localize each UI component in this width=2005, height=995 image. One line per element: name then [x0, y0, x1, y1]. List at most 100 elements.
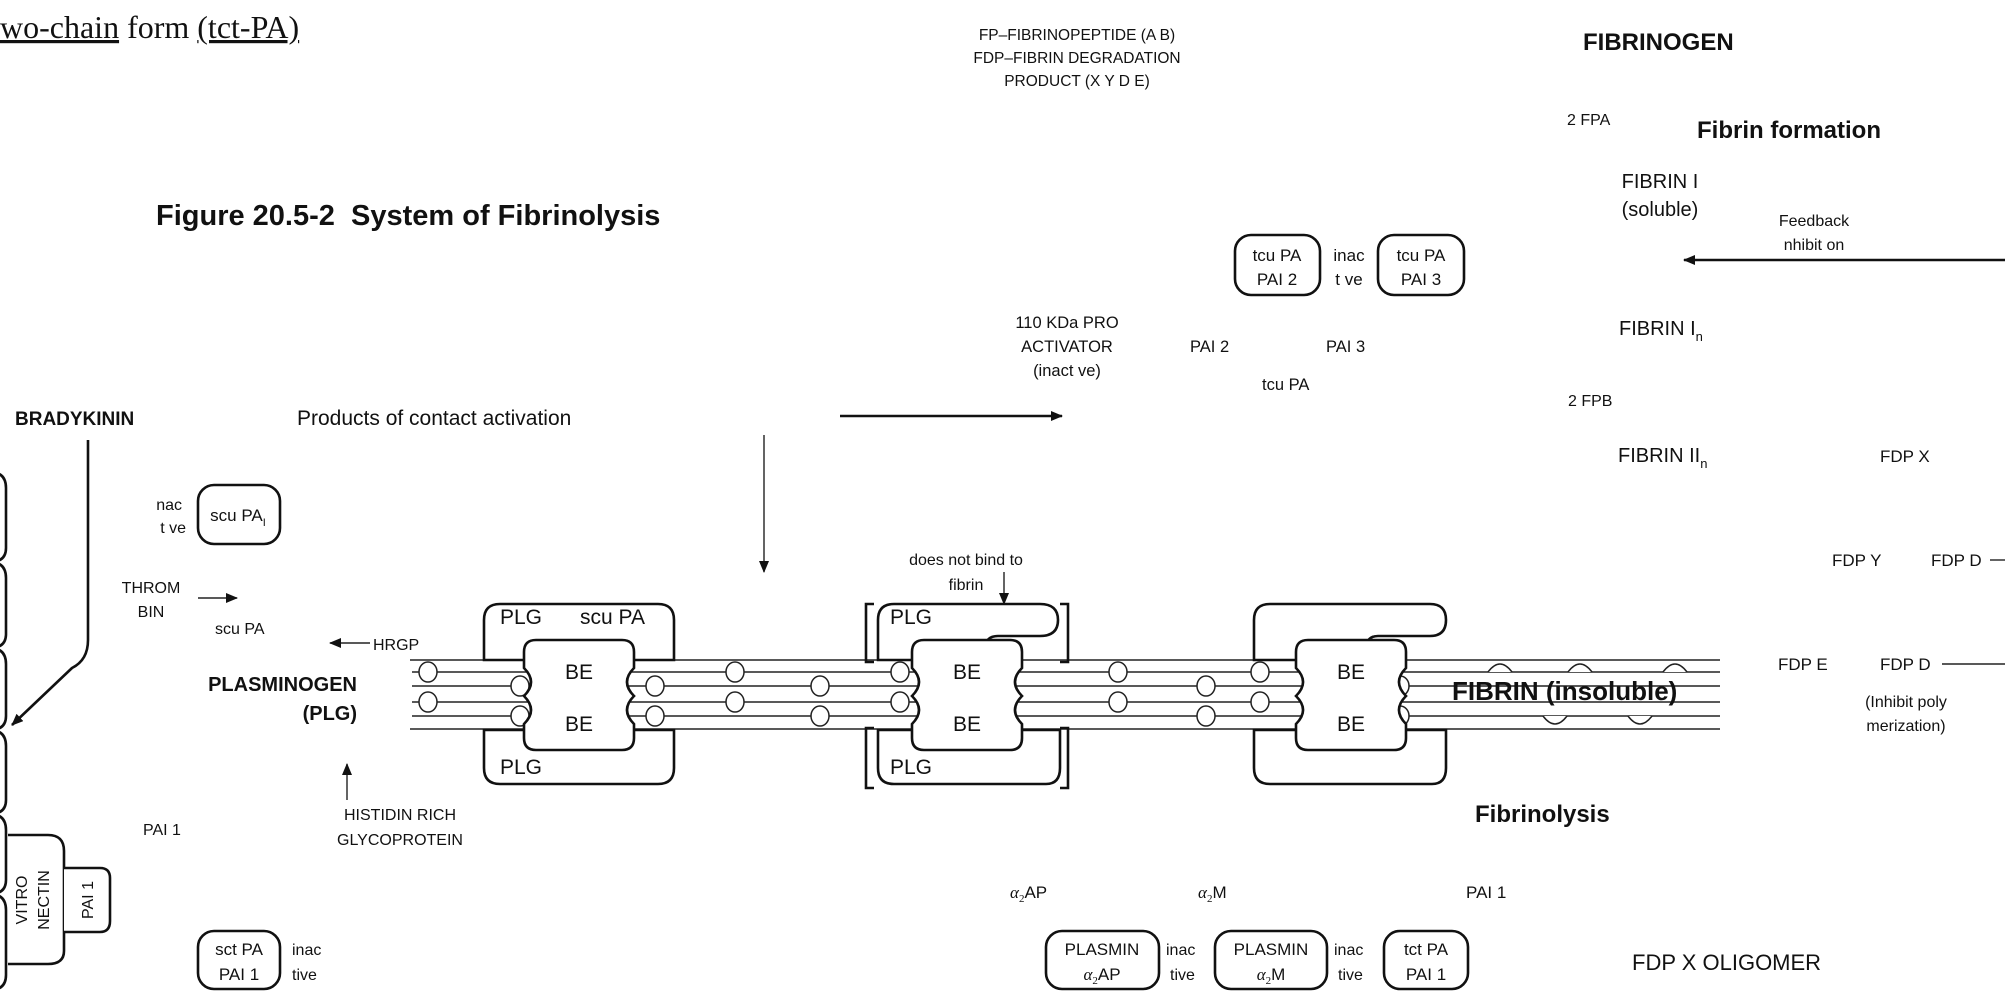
vitronectin-pai1-box [64, 866, 112, 934]
fiber-bead [725, 661, 745, 683]
scupa-inactive-label-1: nac [156, 497, 182, 514]
fibrin-iin-label: FIBRIN IIn [1618, 445, 1707, 471]
complexes-top: tcu PA PAI 2 inac t ve tcu PA PAI 3 [1233, 233, 1466, 297]
fiber-bead [418, 661, 438, 683]
fibrin-formation-heading: Fibrin formation [1697, 117, 1881, 144]
fdp-y-label: FDP Y [1832, 551, 1881, 570]
fiber-bead [810, 705, 830, 727]
edge-box-1 [0, 472, 8, 562]
inactive-label-2: t ve [1335, 270, 1362, 289]
pai3-label: PAI 3 [1326, 338, 1365, 356]
edge-box-6 [0, 894, 8, 990]
edge-box-4 [0, 730, 8, 814]
fiber-bead [725, 691, 745, 713]
fiber-bead [1108, 691, 1128, 713]
contact-activation-label: Products of contact activation [297, 407, 571, 430]
fiber-bead [890, 691, 910, 713]
fiber-bump [1627, 715, 1653, 725]
thrombin-label-2: BIN [138, 604, 165, 621]
tcupa-pai3-line-1: tcu PA [1397, 246, 1446, 265]
fpb-label: 2 FPB [1568, 393, 1612, 410]
feedback-label-2: nhibit on [1784, 237, 1845, 254]
feedback-label-1: Feedback [1779, 213, 1850, 230]
pro-activator: 110 KDa PRO ACTIVATOR (inact ve) PAI 2 P… [1015, 314, 1365, 394]
legend-line-2: FDP–FIBRIN DEGRADATION [973, 50, 1180, 67]
not-bind-note-1: does not bind to [909, 552, 1023, 569]
complex1-plg-bottom: PLG [500, 756, 542, 779]
complex2-plg-bottom: PLG [890, 756, 932, 779]
plasminogen-label: PLASMINOGEN [208, 674, 357, 696]
pai1-fibrinolysis-label: PAI 1 [1466, 883, 1506, 902]
be-label: BE [1337, 713, 1365, 736]
complex1-plg-top: PLG [500, 606, 542, 629]
bradykinin-arrow [11, 440, 90, 726]
fibrin-in-label: FIBRIN In [1619, 318, 1703, 344]
fiber-bead [810, 675, 830, 697]
fiber-bead [1196, 675, 1216, 697]
left-panel: BRADYKININ Products of contact activatio… [0, 407, 1063, 991]
fiber-bump [1542, 715, 1568, 725]
header-abbrev: (tct-PA) [197, 9, 299, 45]
tcupa-pai3-line-2: PAI 3 [1401, 270, 1441, 289]
tctpa-line-2: PAI 1 [1406, 965, 1446, 984]
histidin-label-2: GLYCOPROTEIN [337, 832, 463, 849]
plasmin-a2m-line-2: α2M [1257, 965, 1286, 987]
sctpa-inactive-2: tive [292, 967, 317, 984]
legend-line-3: PRODUCT (X Y D E) [1004, 73, 1150, 90]
pro-activator-line-1: 110 KDa PRO [1015, 314, 1118, 332]
vitronectin-label-2: NECTIN [36, 870, 53, 930]
soluble-label: (soluble) [1622, 199, 1699, 221]
fpa-label: 2 FPA [1567, 112, 1611, 129]
complex2-bracket-top-right [1060, 602, 1070, 664]
edge-box-2 [0, 562, 8, 648]
fibrin-insoluble-label: FIBRIN (insoluble) [1452, 676, 1677, 706]
fiber-bump [1662, 663, 1688, 673]
scupa-inactive-label-2: t ve [160, 520, 186, 537]
fibrinogen-label: FIBRINOGEN [1583, 29, 1734, 56]
header-fragment: wo-chain form (tct-PA) [0, 9, 299, 45]
not-bind-note-2: fibrin [949, 577, 984, 594]
pro-activator-line-2: ACTIVATOR [1021, 338, 1113, 356]
be-label: BE [1337, 661, 1365, 684]
inac-label-2: inac [1334, 942, 1363, 959]
sctpa-inactive-1: inac [292, 942, 321, 959]
fibrin-strand: PLG scu PA PLG PLG PLG does not bind to … [410, 552, 1720, 790]
fibrinolysis-heading: Fibrinolysis [1475, 801, 1610, 828]
a2m-label: α2M [1198, 883, 1227, 905]
be-label: BE [565, 661, 593, 684]
tctpa-line-1: tct PA [1404, 940, 1449, 959]
bradykinin-label: BRADYKININ [15, 409, 134, 430]
be-block [910, 638, 1024, 752]
svg-text:wo-chain form (tct-PA): wo-chain form (tct-PA) [0, 9, 299, 45]
be-label: BE [953, 713, 981, 736]
inhibit-label-1: (Inhibit poly [1865, 694, 1947, 711]
be-block [1294, 638, 1408, 752]
legend-line-1: FP–FIBRINOPEPTIDE (A B) [979, 27, 1175, 44]
fdp-products: FDP X FDP Y FDP D FDP E FDP D (Inhibit p… [1632, 447, 2005, 975]
header-middle: form [119, 9, 197, 45]
complex2-bracket-top-left [864, 602, 874, 664]
fiber-bead [1196, 705, 1216, 727]
tcupa-pai2-complex [1233, 233, 1322, 297]
header-prefix: wo-chain [0, 9, 119, 45]
figure-title: Figure 20.5-2 System of Fibrinolysis [156, 200, 660, 232]
tcupa-pai3-complex [1376, 233, 1466, 297]
edge-box-3 [0, 648, 8, 730]
inhibit-label-2: merization) [1866, 718, 1945, 735]
left-edge-boxes [0, 472, 8, 990]
fiber-bead [1250, 691, 1270, 713]
pai1-label: PAI 1 [143, 822, 181, 839]
plasmin-a2ap-line-2: α2AP [1083, 965, 1120, 987]
hrgp-label: HRGP [373, 637, 419, 654]
tctpa-pai1-complex [1382, 929, 1470, 991]
fiber-bead [1108, 661, 1128, 683]
fiber-bead [645, 705, 665, 727]
pai2-label: PAI 2 [1190, 338, 1229, 356]
pro-activator-line-3: (inact ve) [1033, 362, 1101, 380]
be-label: BE [953, 661, 981, 684]
tive-label-2: tive [1338, 967, 1363, 984]
fiber-bead [418, 691, 438, 713]
legend: FP–FIBRINOPEPTIDE (A B) FDP–FIBRIN DEGRA… [973, 27, 1180, 90]
scupai-box [196, 483, 282, 546]
tcupa-label: tcu PA [1262, 376, 1309, 394]
